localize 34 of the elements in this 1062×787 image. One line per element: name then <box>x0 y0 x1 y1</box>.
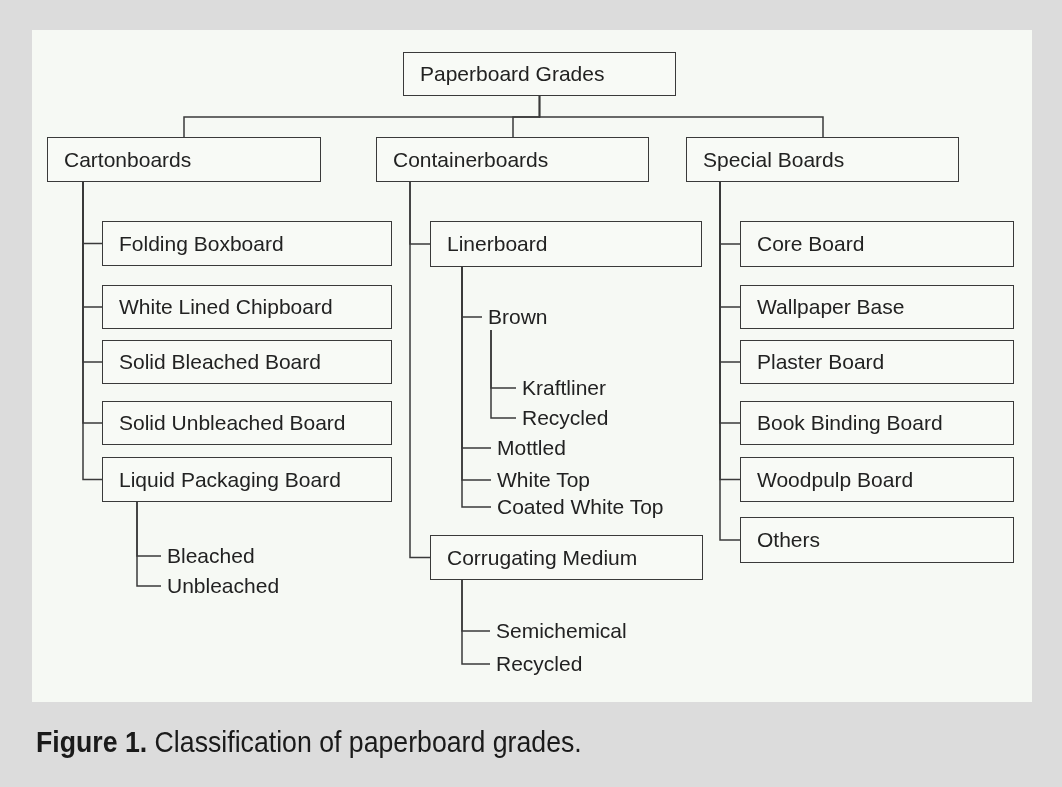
category-box: Folding Boxboard <box>102 221 392 266</box>
category-box: Solid Bleached Board <box>102 340 392 384</box>
category-box: Solid Unbleached Board <box>102 401 392 445</box>
connector-line <box>538 95 824 138</box>
grade-label: Coated White Top <box>497 494 664 520</box>
connector-line <box>136 501 162 587</box>
category-box: Liquid Packaging Board <box>102 457 392 502</box>
category-box: Woodpulp Board <box>740 457 1014 502</box>
grade-label: Semichemical <box>496 618 627 644</box>
connector-line <box>82 181 103 481</box>
grade-label: Mottled <box>497 435 566 461</box>
category-box: Plaster Board <box>740 340 1014 384</box>
category-box: Corrugating Medium <box>430 535 703 580</box>
category-box: Others <box>740 517 1014 563</box>
category-box: Paperboard Grades <box>403 52 676 96</box>
connector-line <box>490 329 517 419</box>
grade-label: Brown <box>488 304 548 330</box>
category-box: Special Boards <box>686 137 959 182</box>
category-box: Linerboard <box>430 221 702 267</box>
grade-label: White Top <box>497 467 590 493</box>
grade-label: Bleached <box>167 543 255 569</box>
connector-line <box>461 579 491 665</box>
category-box: Cartonboards <box>47 137 321 182</box>
grade-label: Kraftliner <box>522 375 607 401</box>
category-box: Wallpaper Base <box>740 285 1014 329</box>
connector-line <box>409 181 431 559</box>
grade-label: Unbleached <box>167 573 280 599</box>
category-box: Book Binding Board <box>740 401 1014 445</box>
category-box: Core Board <box>740 221 1014 267</box>
figure-caption: Figure 1. Classification of paperboard grades. <box>36 726 582 759</box>
grade-label: Recycled <box>522 405 609 431</box>
grade-label: Recycled <box>496 651 583 677</box>
category-box: Containerboards <box>376 137 649 182</box>
category-box: White Lined Chipboard <box>102 285 392 329</box>
